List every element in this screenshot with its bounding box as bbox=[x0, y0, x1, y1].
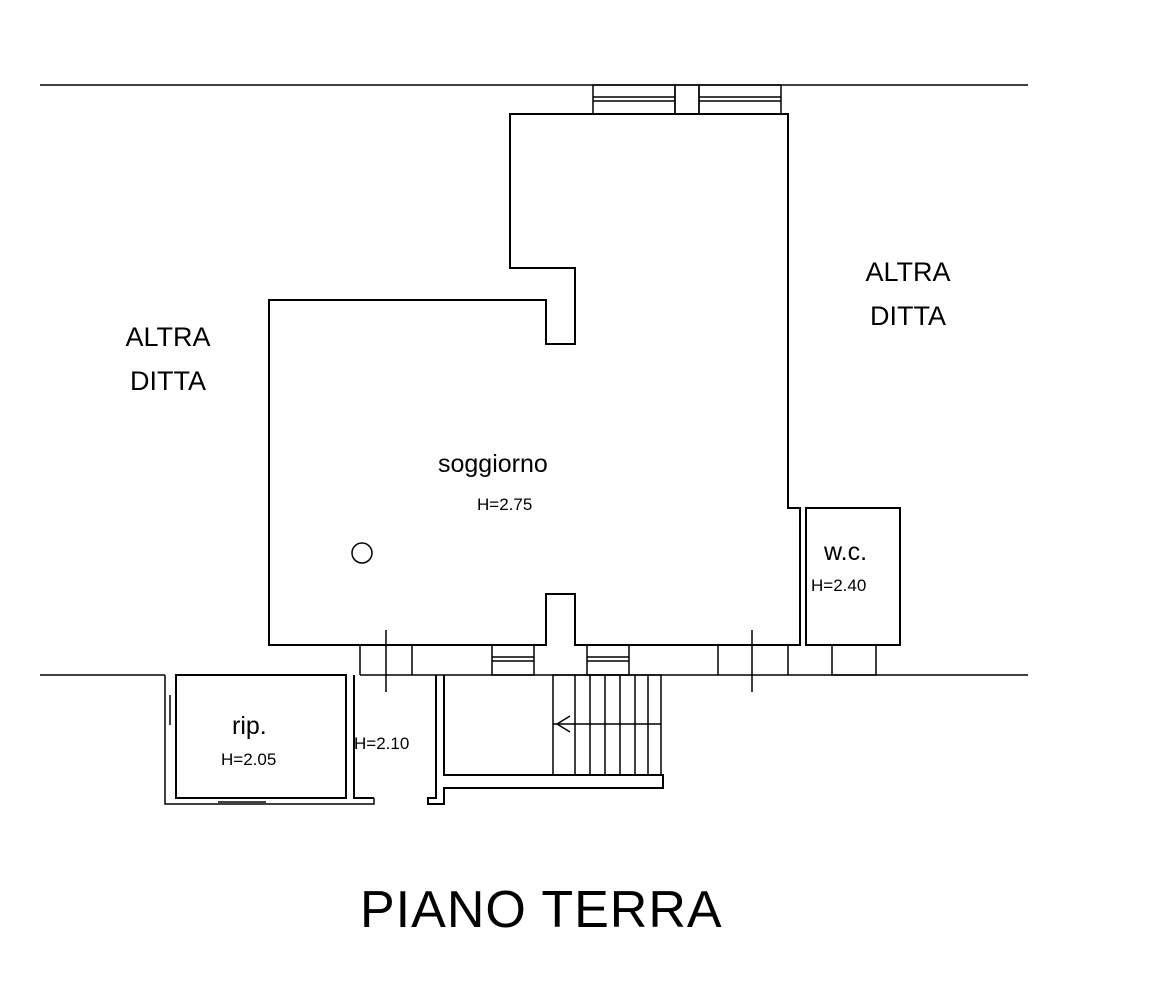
staircase bbox=[552, 674, 662, 776]
rip-height: H=2.05 bbox=[221, 750, 277, 769]
wc-name: w.c. bbox=[824, 538, 868, 566]
wc-bottom-step bbox=[831, 644, 877, 676]
soggiorno-name: soggiorno bbox=[438, 450, 548, 478]
front-window-right bbox=[586, 644, 630, 676]
stair-arrow-icon bbox=[555, 715, 571, 733]
soggiorno-wall bbox=[268, 113, 801, 646]
wc-height: H=2.40 bbox=[811, 576, 867, 595]
left-neighbor-label: ALTRA DITTA bbox=[125, 322, 211, 396]
front-window-left bbox=[491, 644, 535, 676]
top-window-right bbox=[698, 84, 782, 115]
plan-title: PIANO TERRA bbox=[360, 881, 723, 939]
passage-right-wall bbox=[427, 675, 664, 805]
top-window-left bbox=[592, 84, 676, 115]
passage-height: H=2.10 bbox=[354, 734, 410, 753]
rip-name: rip. bbox=[232, 712, 267, 740]
passage-wall bbox=[353, 675, 374, 799]
column-circle-icon bbox=[351, 542, 373, 564]
right-neighbor-label: ALTRA DITTA bbox=[865, 257, 951, 331]
soggiorno-height: H=2.75 bbox=[477, 495, 533, 514]
rip-window bbox=[218, 797, 266, 803]
rip-wall bbox=[175, 674, 347, 799]
top-pillar bbox=[674, 84, 700, 115]
rip-outer-wall bbox=[164, 675, 375, 805]
